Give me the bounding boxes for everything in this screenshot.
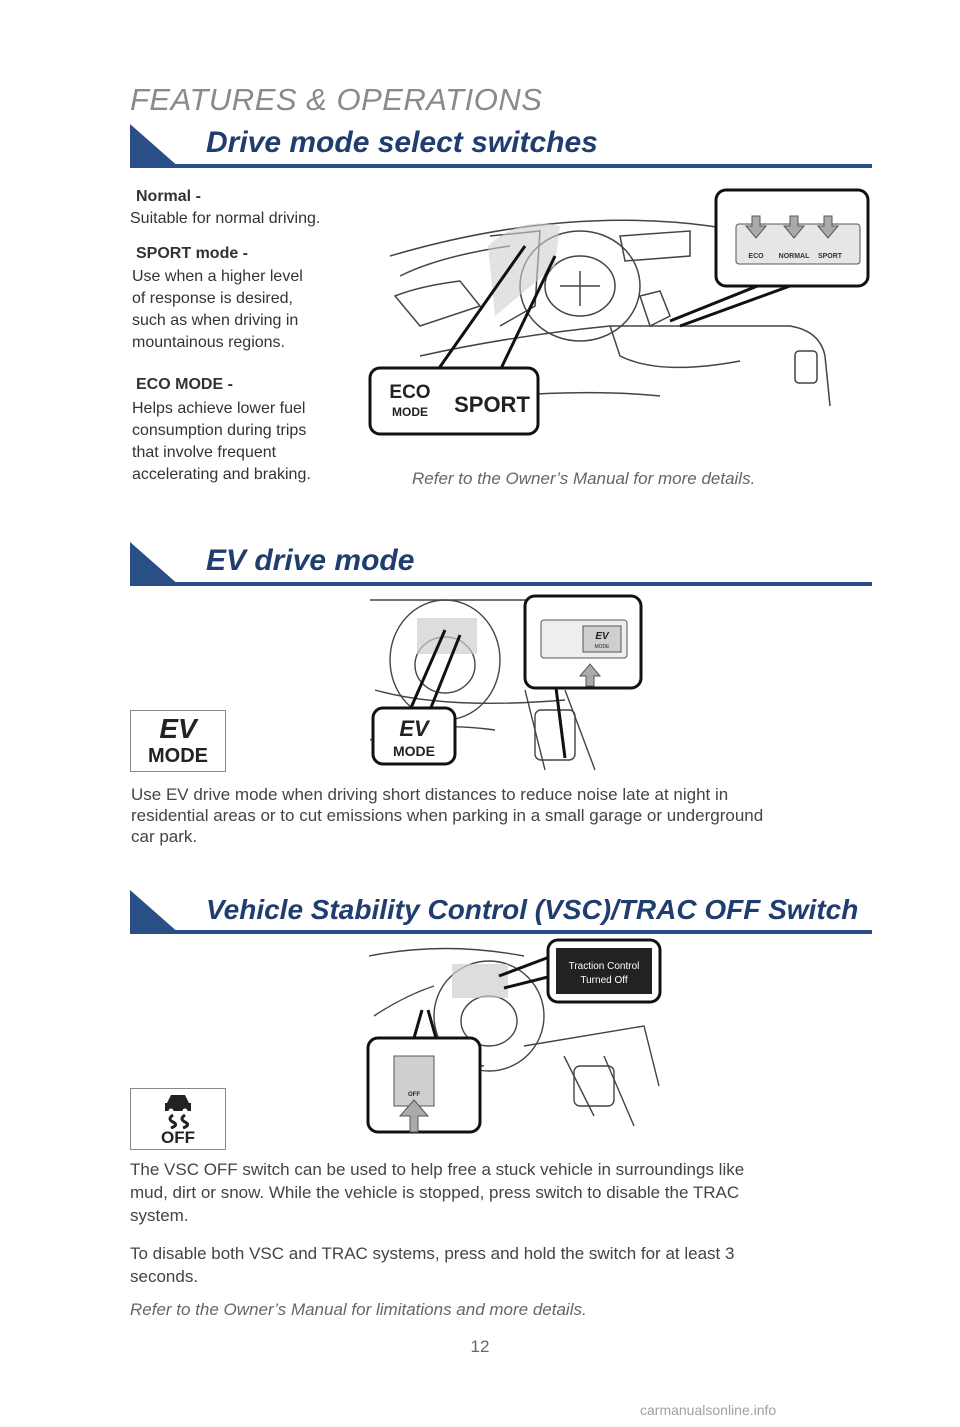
vsc-switch-off: OFF [408,1092,420,1098]
desc-line: The VSC OFF switch can be used to help f… [130,1160,745,1179]
drive-mode-title: Drive mode select switches [206,126,598,159]
callout-line [428,245,557,382]
ev-callout-mode: MODE [393,743,435,759]
arrow-icon [398,1099,430,1133]
header-rule [130,582,872,586]
switch-eco-label: ECO [748,253,764,260]
header-accent [130,542,180,586]
desc-line: that involve frequent [132,444,277,461]
desc-line: accelerating and braking. [132,466,311,483]
desc-line: To disable both VSC and TRAC systems, pr… [130,1244,735,1263]
mode-normal-name: Normal [136,188,192,205]
desc-line: such as when driving in [132,312,299,329]
ev-callout-ev: EV [399,716,431,741]
mode-eco: ECO MODE - [136,376,233,394]
gauge-highlight [488,223,560,316]
vsc-paragraph-2: To disable both VSC and TRAC systems, pr… [130,1242,890,1288]
drive-mode-note: Refer to the Owner’s Manual for more det… [412,469,756,488]
mode-dash: - [223,376,233,393]
desc-line: consumption during trips [132,422,307,439]
desc-line: residential areas or to cut emissions wh… [131,806,764,825]
page-section-title: FEATURES & OPERATIONS [130,82,543,117]
eco-mode-label: MODE [392,405,428,419]
ev-switch-ev: EV [595,631,610,642]
arrow-icon [816,215,840,239]
vsc-paragraph-1: The VSC OFF switch can be used to help f… [130,1158,890,1227]
ev-mode-icon: EV MODE [130,710,226,772]
ev-callout [371,706,457,766]
callout-line [408,629,462,711]
arrow-icon [782,215,806,239]
traction-line-2: Turned Off [580,975,627,986]
drive-mode-header: Drive mode select switches [130,120,872,168]
arrow-icon [744,215,768,239]
ev-switch-button [582,625,622,653]
dashboard-line-art [389,219,831,407]
desc-line: car park. [131,827,198,846]
vsc-note: Refer to the Owner’s Manual for limitati… [130,1300,587,1319]
mode-sport-name: SPORT mode [136,245,239,262]
ev-mode-description: Use EV drive mode when driving short dis… [131,784,881,847]
traction-line-1: Traction Control [569,961,640,972]
desc-line: of response is desired, [132,290,293,307]
ev-mode-title: EV drive mode [206,544,415,577]
vsc-title: Vehicle Stability Control (VSC)/TRAC OFF… [206,894,859,925]
callout-line [669,279,791,328]
gauge-highlight [417,618,477,654]
mode-sport: SPORT mode - [136,245,248,263]
ev-mode-header: EV drive mode [130,538,872,586]
desc-line: Use EV drive mode when driving short dis… [131,785,729,804]
mode-normal: Normal - [136,188,201,206]
desc-line: Suitable for normal driving. [130,210,321,227]
eco-label: ECO [389,382,430,403]
vsc-off-icon: OFF [130,1088,226,1150]
desc-line: mud, dirt or snow. While the vehicle is … [130,1183,740,1202]
eco-sport-callout [368,366,540,436]
mode-sport-desc: Use when a higher level of response is d… [132,266,303,354]
header-rule [130,164,872,168]
ev-label: EV [159,713,197,744]
switch-sport-label: SPORT [818,253,843,260]
ev-mode-label: MODE [148,745,208,767]
callout-line [498,954,553,990]
mode-eco-name: ECO MODE [136,376,224,393]
desc-line: seconds. [130,1267,199,1286]
traction-message-screen [556,948,652,994]
drive-mode-illustration: ECO MODE SPORT ECO NORMAL SPORT [368,188,870,436]
desc-line: Helps achieve lower fuel [132,400,306,417]
ev-switch-mode: MODE [595,644,611,650]
callout-line [553,679,567,759]
desc-line: system. [130,1206,189,1225]
page-number: 12 [470,1337,490,1356]
header-rule [130,930,872,934]
arrow-icon [578,663,602,687]
vsc-illustration: Traction Control Turned Off OFF [366,938,662,1134]
mode-dash: - [238,245,249,262]
gauge-highlight [452,964,508,998]
callout-line [412,1009,438,1039]
vsc-off-label: OFF [161,1128,195,1147]
mode-dash: - [191,188,201,205]
header-accent [130,890,180,934]
ev-mode-illustration: EV MODE EV MODE [369,594,643,771]
mode-eco-desc: Helps achieve lower fuel consumption dur… [132,398,311,486]
switch-normal-label: NORMAL [779,253,810,260]
desc-line: Use when a higher level [132,268,303,285]
desc-line: mountainous regions. [132,334,285,351]
skid-car-icon [165,1095,191,1130]
header-accent [130,124,180,168]
vsc-switch-button [393,1055,435,1107]
vsc-header: Vehicle Stability Control (VSC)/TRAC OFF… [130,886,872,934]
watermark: carmanualsonline.info [640,1402,777,1418]
sport-label: SPORT [454,392,530,417]
mode-normal-desc: Suitable for normal driving. [130,208,320,230]
